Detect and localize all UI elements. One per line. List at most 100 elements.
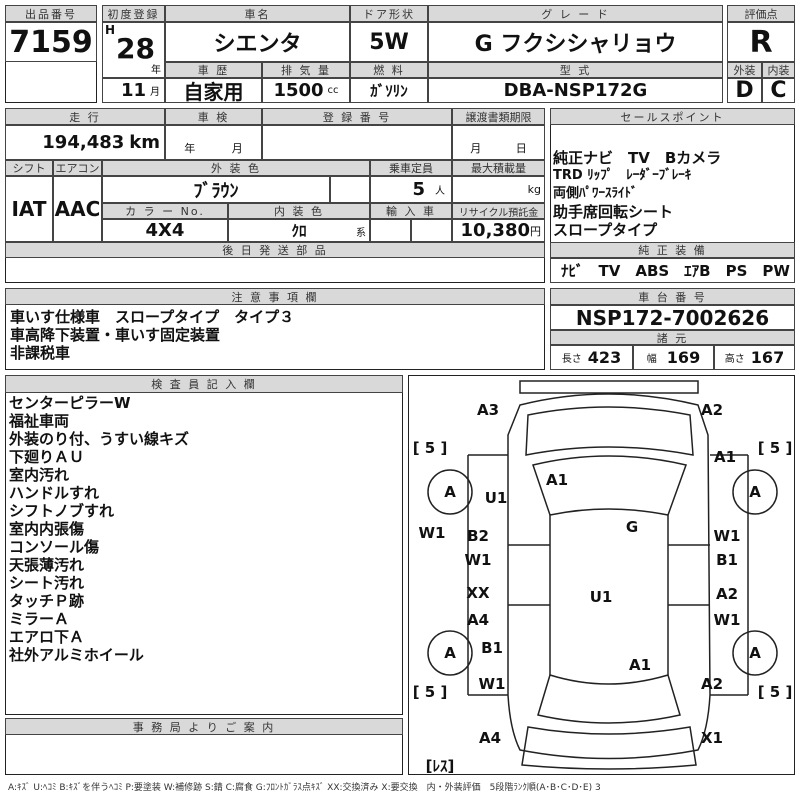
inspector-line: ハンドルすれ	[9, 484, 100, 502]
damage-label: A	[444, 483, 456, 501]
seats-unit: 人	[435, 186, 445, 197]
door-type: 5W	[350, 22, 428, 62]
legend: A:ｷｽﾞ U:ﾍｺﾐ B:ｷｽﾞを伴うﾍｺﾐ P:要塗装 W:補修跡 S:錆 …	[8, 783, 601, 793]
inspector-line: 室内汚れ	[9, 466, 70, 484]
history: 自家用	[165, 78, 262, 103]
mileage-label: 走 行	[5, 108, 165, 125]
inspector-line: シート汚れ	[9, 574, 85, 592]
inspector-line: センターピラーW	[9, 394, 131, 412]
height: 高さ 167	[714, 345, 795, 370]
disp-value: 1500	[273, 80, 324, 101]
damage-label: A	[444, 644, 456, 662]
import-label: 輸 入 車	[370, 203, 452, 219]
seats-label: 乗車定員	[370, 160, 452, 176]
inspector-line: 福祉車両	[9, 412, 70, 430]
inspector-line: コンソール傷	[9, 538, 100, 556]
length-label: 長さ	[561, 354, 582, 365]
damage-label: W1	[713, 611, 741, 629]
damage-label: B1	[481, 639, 503, 657]
sale-point: 助手席回転シート	[553, 203, 674, 221]
damage-label: A2	[715, 585, 739, 603]
notes-lines: 車いす仕様車 スロープタイプ タイプ３ 車高降下装置・車いす固定装置 非課税車	[10, 308, 294, 362]
sale-point: TRD ﾘｯﾌﾟ ﾚｰﾀﾞｰﾌﾞﾚｰｷ	[553, 168, 692, 183]
import-b	[411, 219, 452, 242]
damage-label: A1	[545, 471, 569, 489]
equipment: ﾅﾋﾞ TV ABS ｴｱB PS PW	[550, 258, 795, 283]
width-value: 169	[666, 348, 701, 367]
inspector-label: 検 査 員 記 入 欄	[5, 375, 403, 393]
height-value: 167	[750, 348, 785, 367]
office-label: 事 務 局 よ り ご 案 内	[5, 718, 403, 735]
inspector-line: 下廻りＡＵ	[9, 448, 85, 466]
recycle-label: リサイクル預託金	[452, 203, 545, 219]
lot-number: 7159	[5, 22, 97, 62]
interior-unit: 系	[356, 228, 366, 239]
inspector-line: ミラーＡ	[9, 610, 70, 628]
year: 28	[116, 32, 155, 65]
length-value: 423	[587, 348, 622, 367]
transfer-day-unit: 日	[515, 142, 527, 155]
damage-label: XX	[466, 584, 490, 602]
name-label: 車名	[165, 5, 350, 22]
damage-label: A	[749, 483, 761, 501]
damage-label: [ 5 ]	[412, 439, 448, 457]
damage-diagram	[408, 375, 795, 775]
ext-label: 外装	[727, 62, 762, 78]
door-label: ドア形状	[350, 5, 428, 22]
transfer-date: 月日	[452, 125, 545, 160]
spec-label: 諸 元	[550, 330, 795, 345]
era: H	[105, 23, 116, 37]
inspector-line: タッチＰ跡	[9, 592, 85, 610]
damage-label: G	[625, 518, 639, 536]
score: R	[727, 22, 795, 62]
lot-label: 出品番号	[5, 5, 97, 22]
load-label: 最大積載量	[452, 160, 545, 176]
damage-label: W1	[478, 675, 506, 693]
aircon: AAC	[53, 176, 102, 242]
recycle-value: 10,380	[460, 220, 530, 241]
note-line: 非課税車	[10, 344, 71, 362]
disp-label: 排 気 量	[262, 62, 350, 78]
interior-value: ｸﾛ	[291, 222, 307, 240]
note-line: 車いす仕様車 スロープタイプ タイプ３	[10, 308, 295, 326]
month-unit: 月	[150, 87, 160, 98]
width: 幅 169	[633, 345, 714, 370]
height-label: 高さ	[724, 354, 745, 365]
color-extra	[330, 176, 370, 203]
damage-label: B2	[467, 527, 489, 545]
insp-year-unit: 年	[184, 142, 196, 155]
int-label: 内装	[762, 62, 795, 78]
sale-label: セールスポイント	[550, 108, 795, 125]
mileage-unit: km	[129, 132, 160, 153]
damage-label: B1	[716, 551, 738, 569]
transfer-label: 譲渡書類期限	[452, 108, 545, 125]
first-reg-label: 初度登録	[102, 5, 165, 22]
damage-label: [ 5 ]	[757, 439, 793, 457]
mileage-value: 194,483	[42, 132, 125, 153]
damage-label: A	[749, 644, 761, 662]
equip-label: 純 正 装 備	[550, 242, 795, 258]
import-a	[370, 219, 411, 242]
grade-label: グ レ ー ド	[428, 5, 723, 22]
score-label: 評価点	[727, 5, 795, 22]
inspector-line: 外装のり付、うすい線キズ	[9, 430, 190, 448]
damage-label: X1	[700, 729, 724, 747]
damage-label: W1	[464, 551, 492, 569]
disp-unit: cc	[327, 85, 339, 96]
damage-label: W1	[418, 524, 446, 542]
interior-color: ｸﾛ 系	[228, 219, 370, 242]
sale-points: 純正ナビ TV Bカメラ TRD ﾘｯﾌﾟ ﾚｰﾀﾞｰﾌﾞﾚｰｷ 両側ﾊﾟﾜｰｽ…	[553, 149, 721, 239]
year-unit: 年	[151, 65, 161, 76]
interior-label: 内 装 色	[228, 203, 370, 219]
fuel-label: 燃 料	[350, 62, 428, 78]
shift: IAT	[5, 176, 53, 242]
width-label: 幅	[646, 354, 657, 365]
transfer-month-unit: 月	[470, 142, 482, 155]
damage-label: U1	[484, 489, 508, 507]
seats-value: 5	[412, 179, 425, 200]
